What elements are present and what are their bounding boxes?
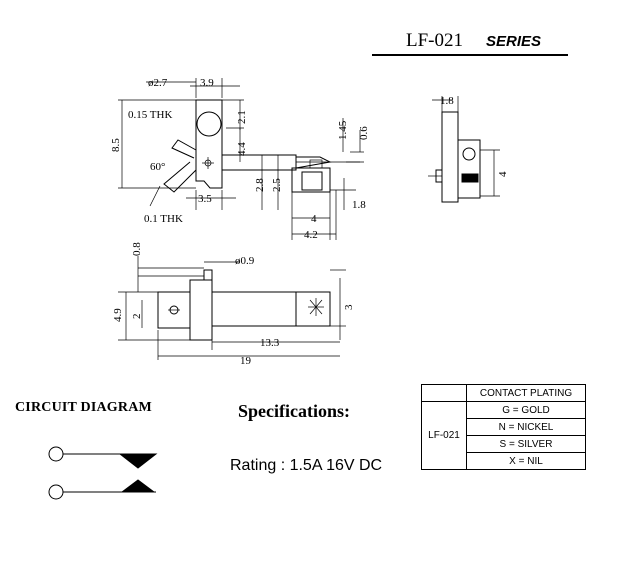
table-cell: X = NIL — [466, 452, 586, 470]
dim-4-2: 4.2 — [304, 229, 318, 241]
dim-4-9: 4.9 — [112, 308, 124, 322]
table-cell: G = GOLD — [466, 401, 586, 419]
dim-0-8: 0.8 — [131, 242, 143, 256]
table-cell — [421, 384, 467, 402]
contact-plating-table: CONTACT PLATING LF-021 G = GOLD N = NICK… — [421, 384, 586, 470]
table-row: CONTACT PLATING — [421, 384, 586, 402]
front-view: ø2.7 3.9 0.15 THK 2.1 8.5 60° 4.4 1.45 0… — [110, 77, 370, 241]
mounting-hole — [196, 111, 222, 137]
dim-1-45: 1.45 — [337, 120, 349, 140]
table-row: X = NIL — [422, 452, 586, 470]
dim-19: 19 — [240, 355, 252, 367]
series-label: SERIES — [486, 33, 542, 50]
part-number: LF-021 — [406, 30, 463, 51]
model-cell: LF-021 — [421, 401, 467, 470]
dim-4-4: 4.4 — [236, 142, 248, 156]
side-view: 1.8 4 — [428, 95, 509, 203]
specifications-title: Specifications: — [238, 401, 350, 421]
dim-side-4: 4 — [497, 171, 509, 177]
circuit-symbol — [48, 446, 158, 500]
dim-thk-01: 0.1 THK — [144, 213, 183, 225]
table-header: CONTACT PLATING — [466, 384, 586, 402]
dim-thk-015: 0.15 THK — [128, 109, 172, 121]
dim-hole-dia: ø2.7 — [148, 77, 168, 89]
dim-2: 2 — [131, 314, 143, 320]
dim-3-9: 3.9 — [200, 77, 214, 89]
title-block: LF-021 SERIES — [372, 30, 568, 56]
bottom-view: 0.8 ø0.9 4.9 2 3 13.3 19 — [112, 242, 355, 367]
rating-text: Rating : 1.5A 16V DC — [230, 457, 383, 474]
dim-3-5: 3.5 — [198, 193, 212, 205]
dim-side-1-8: 1.8 — [440, 95, 454, 107]
dim-pin-dia: ø0.9 — [235, 255, 255, 267]
dim-angle: 60° — [150, 161, 165, 173]
dim-0-6: 0.6 — [358, 126, 370, 140]
dim-2-1: 2.1 — [236, 110, 248, 124]
table-row: LF-021 G = GOLD — [421, 401, 586, 470]
contact-triangle-up — [120, 479, 156, 493]
dim-8-5: 8.5 — [110, 138, 122, 152]
table-cell: N = NICKEL — [466, 418, 586, 436]
dim-4: 4 — [311, 213, 317, 225]
dim-3: 3 — [343, 304, 355, 310]
contact-triangle-down — [118, 453, 158, 469]
dim-2-5: 2.5 — [271, 178, 283, 192]
dim-1-8: 1.8 — [352, 199, 366, 211]
table-cell: S = SILVER — [466, 435, 586, 453]
circuit-diagram-title: CIRCUIT DIAGRAM — [15, 400, 152, 415]
dim-13-3: 13.3 — [260, 337, 280, 349]
dim-2-8: 2.8 — [254, 178, 266, 192]
